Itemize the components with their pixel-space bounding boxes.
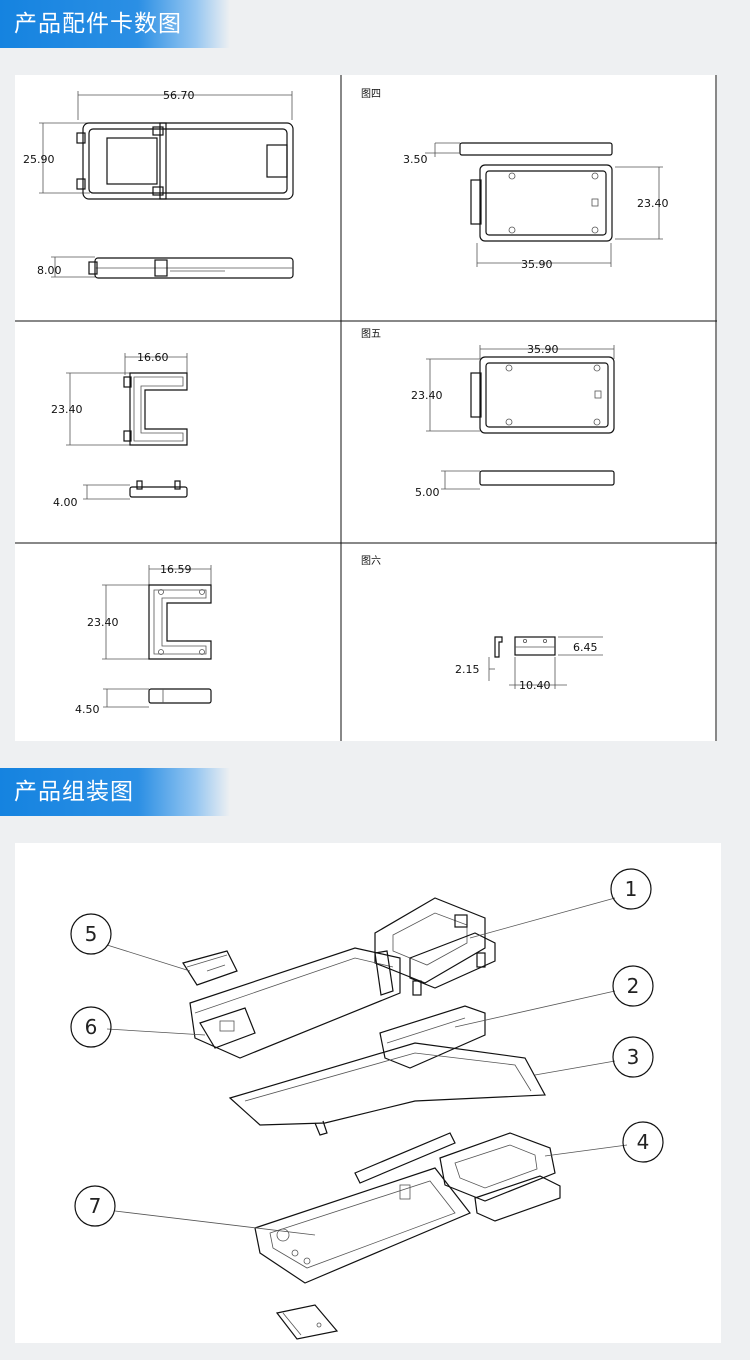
- dim-offset: 2.15: [455, 663, 480, 676]
- part-4-u-frame: [354, 1132, 561, 1222]
- bracket-piece: [275, 1304, 339, 1340]
- section-title: 产品组装图: [14, 779, 134, 805]
- dim-thickness: 8.00: [37, 264, 62, 277]
- dim-thickness: 3.50: [403, 153, 428, 166]
- drawing-u-inner: 16.59 23.40 4.50: [75, 563, 212, 716]
- callout-6: 6: [70, 1006, 112, 1048]
- drawing-u-cap: 16.60 23.40 4.00: [51, 351, 188, 509]
- part-6-top-shell: [189, 947, 401, 1059]
- callout-7: 7: [74, 1185, 116, 1227]
- callout-3: 3: [612, 1036, 654, 1078]
- dim-width: 10.40: [519, 679, 551, 692]
- dim-height: 6.45: [573, 641, 598, 654]
- drawing-fig4: 图四 3.50 23.40 35.90: [361, 88, 669, 271]
- section-banner-card-diagrams: 产品配件卡数图: [0, 0, 230, 48]
- dim-width: 16.60: [137, 351, 169, 364]
- dim-height: 23.40: [411, 389, 443, 402]
- part-7-base-housing: [254, 1167, 471, 1284]
- drawing-full-drive: 56.70 25.90 8.00: [23, 89, 294, 279]
- svg-text:7: 7: [89, 1194, 102, 1218]
- callout-4: 4: [622, 1121, 664, 1163]
- part-1-cap: [374, 897, 496, 996]
- svg-text:3: 3: [627, 1045, 640, 1069]
- svg-text:2: 2: [627, 974, 640, 998]
- drawing-fig6: 图六 6.45 2.15 10.40: [361, 555, 603, 692]
- figure-label-5: 图五: [361, 328, 381, 340]
- svg-text:6: 6: [85, 1015, 98, 1039]
- section-title: 产品配件卡数图: [14, 11, 182, 37]
- dim-width: 56.70: [163, 89, 195, 102]
- figure-label-4: 图四: [361, 88, 381, 100]
- callout-5: 5: [70, 913, 112, 955]
- dim-width: 35.90: [527, 343, 559, 356]
- dim-height: 23.40: [637, 197, 669, 210]
- dim-thickness: 5.00: [415, 486, 440, 499]
- dim-width: 16.59: [160, 563, 192, 576]
- svg-text:1: 1: [625, 877, 638, 901]
- part-2-pcb-cover: [379, 1005, 486, 1069]
- svg-text:5: 5: [85, 922, 98, 946]
- section-banner-assembly: 产品组装图: [0, 768, 230, 816]
- part-5-clip: [182, 950, 238, 986]
- figure-label-6: 图六: [361, 555, 381, 567]
- dim-width: 35.90: [521, 258, 553, 271]
- dim-height: 25.90: [23, 153, 55, 166]
- exploded-assembly-diagram: 1 2 3 4 5 6 7: [70, 868, 664, 1340]
- dimension-drawing-panel: 56.70 25.90 8.00: [15, 75, 717, 741]
- dim-height: 23.40: [87, 616, 119, 629]
- callout-1: 1: [610, 868, 652, 910]
- svg-text:4: 4: [637, 1130, 650, 1154]
- part-3-frame: [228, 1042, 546, 1136]
- dim-thickness: 4.00: [53, 496, 78, 509]
- drawing-fig5: 图五 35.90 23.40 5.00: [361, 328, 615, 499]
- assembly-panel: 1 2 3 4 5 6 7: [15, 843, 721, 1343]
- dimension-drawings: 56.70 25.90 8.00: [15, 75, 717, 741]
- callout-2: 2: [612, 965, 654, 1007]
- dim-height: 23.40: [51, 403, 83, 416]
- dim-thickness: 4.50: [75, 703, 100, 716]
